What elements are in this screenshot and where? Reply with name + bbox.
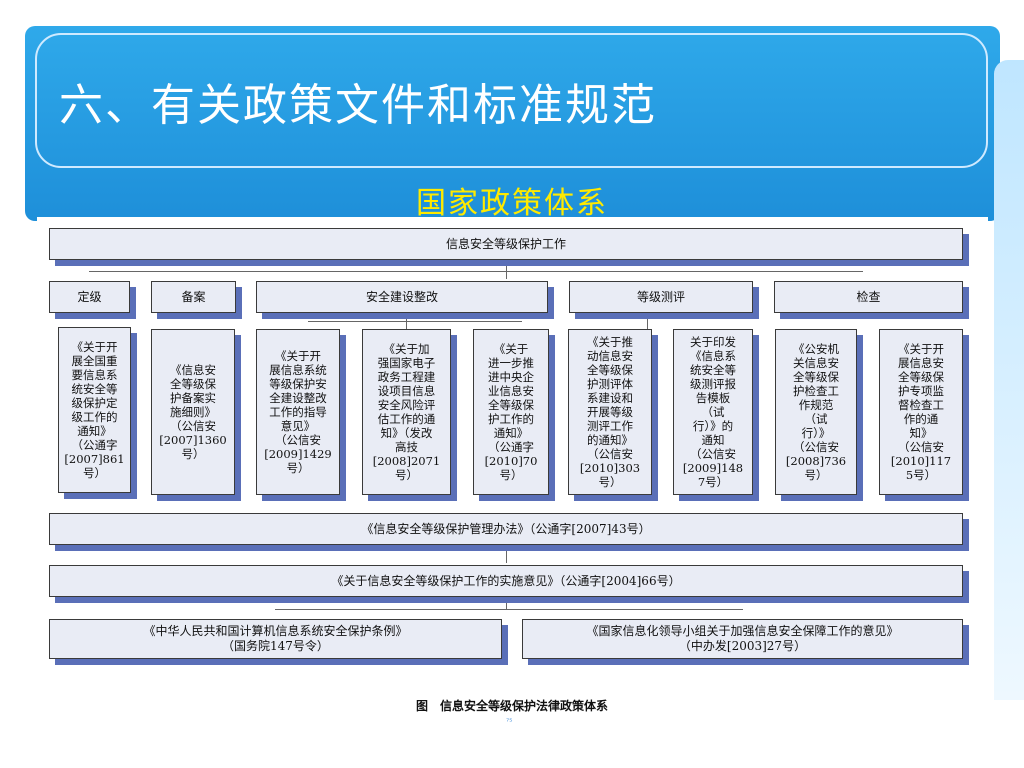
category-dingji: 定级: [49, 281, 130, 313]
category-jiancha: 检查: [774, 281, 963, 313]
connector: [275, 609, 743, 610]
connector: [89, 271, 863, 272]
doc-box: 《关于开 展全国重 要信息系 统安全等 级保护定 级工作的 通知》 （公通字 […: [58, 327, 131, 493]
category-ceping: 等级测评: [569, 281, 753, 313]
connector: [308, 321, 522, 322]
implementation-box: 《关于信息安全等级保护工作的实施意见》（公通字[2004]66号）: [49, 565, 963, 597]
connector: [647, 313, 648, 329]
diagram-caption: 图 信息安全等级保护法律政策体系: [415, 699, 608, 713]
doc-box: 《关于开 展信息系统 等级保护安 全建设整改 工作的指导 意见》 （公信安 [2…: [256, 329, 340, 495]
regulation-box: 《中华人民共和国计算机信息系统安全保护条例》 （国务院147号令）: [49, 619, 502, 659]
doc-box: 《公安机 关信息安 全等级保 护检查工 作规范 （试 行）》 （公信安 [200…: [775, 329, 857, 495]
slide-title: 六、有关政策文件和标准规范: [59, 79, 657, 131]
connector: [506, 597, 507, 609]
doc-box: 《关于加 强国家电子 政务工程建 设项目信息 安全风险评 估工作的通 知》（发改…: [362, 329, 451, 495]
connector: [506, 259, 507, 279]
opinion-box: 《国家信息化领导小组关于加强信息安全保障工作的意见》 （中办发[2003]27号…: [522, 619, 963, 659]
connector: [506, 545, 507, 563]
doc-box: 关于印发 《信息系 统安全等 级测评报 告模板 （试 行）》的 通知 （公信安 …: [673, 329, 753, 495]
side-decoration: [994, 60, 1024, 700]
doc-box: 《关于推 动信息安 全等级保 护测评体 系建设和 开展等级 测评工作 的通知》 …: [568, 329, 652, 495]
management-box: 《信息安全等级保护管理办法》（公通字[2007]43号）: [49, 513, 963, 545]
slide-subtitle: 国家政策体系: [416, 186, 608, 221]
doc-box: 《信息安 全等级保 护备案实 施细则》 （公信安 [2007]1360 号）: [151, 329, 235, 495]
doc-box: 《关于 进一步推 进中央企 业信息安 全等级保 护工作的 通知》 （公通字 [2…: [473, 329, 549, 495]
doc-box: 《关于开 展信息安 全等级保 护专项监 督检查工 作的通 知》 （公信安 [20…: [879, 329, 963, 495]
category-jianshe: 安全建设整改: [256, 281, 548, 313]
title-frame: 六、有关政策文件和标准规范: [35, 33, 988, 168]
category-beian: 备案: [151, 281, 236, 313]
title-banner: [25, 26, 1000, 221]
page-mark: ⁷⁵: [506, 717, 513, 726]
top-box: 信息安全等级保护工作: [49, 228, 963, 260]
